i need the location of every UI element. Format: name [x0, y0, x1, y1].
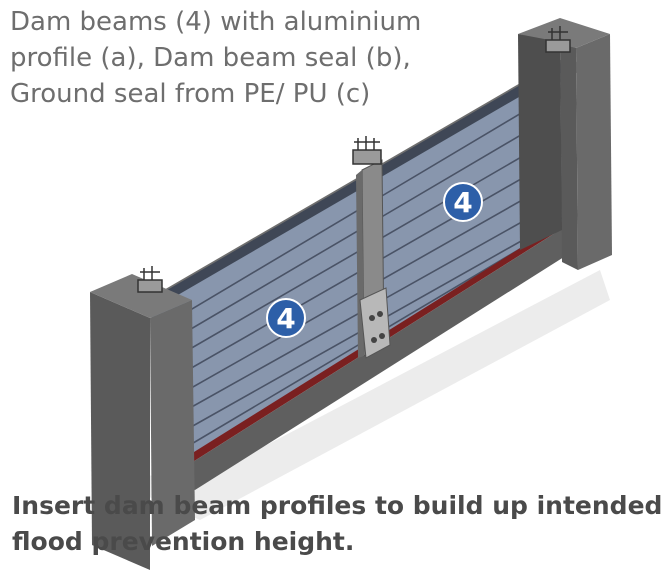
badge-right: 4	[443, 182, 483, 222]
left-wall-front	[90, 292, 150, 570]
right-wall-front	[560, 42, 578, 270]
aluminium-top-profile	[150, 62, 562, 310]
center-clamp	[352, 136, 382, 165]
right-wall-inner	[518, 34, 562, 250]
bolt	[377, 311, 383, 317]
top-caption: Dam beams (4) with aluminium profile (a)…	[10, 7, 422, 109]
badge-right-label: 4	[453, 186, 472, 219]
left-wall-top	[90, 274, 192, 318]
badge-left-label: 4	[276, 302, 295, 335]
bottom-caption: Insert dam beam profiles to build up int…	[12, 491, 663, 556]
left-wall-right	[150, 300, 195, 546]
bolt	[369, 315, 375, 321]
ground-shadow	[90, 270, 610, 520]
right-wall-top	[518, 18, 610, 48]
bolt	[371, 337, 377, 343]
dam-beam-panel	[150, 68, 562, 470]
bolt	[379, 333, 385, 339]
base-plate	[359, 287, 391, 359]
badge-left: 4	[266, 298, 306, 338]
right-clamp	[545, 26, 571, 53]
right-wall-right	[576, 34, 612, 270]
left-clamp	[137, 266, 163, 293]
ground-slab	[180, 228, 575, 490]
